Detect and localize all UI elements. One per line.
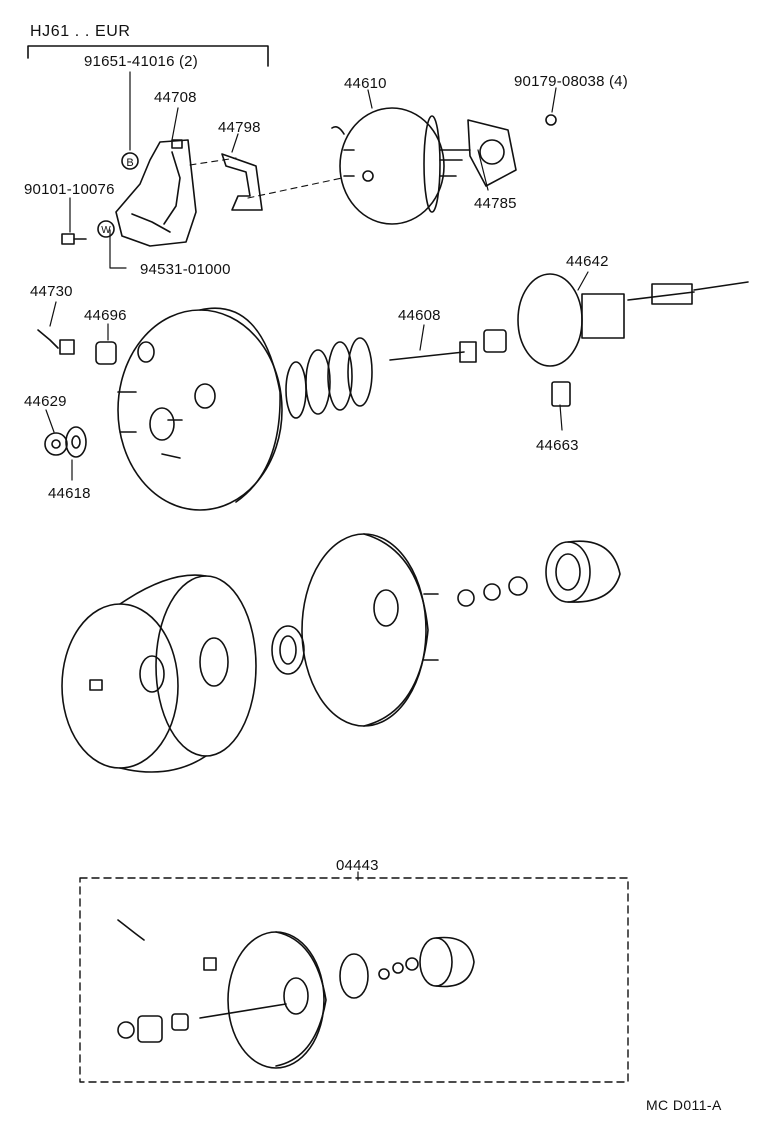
model-header: HJ61 . . EUR bbox=[30, 23, 131, 40]
label-04443: 04443 bbox=[336, 857, 379, 874]
label-44663: 44663 bbox=[536, 437, 579, 454]
diagram-code: MC D011-A bbox=[646, 1097, 722, 1113]
label-44610: 44610 bbox=[344, 75, 387, 92]
grommet-44696 bbox=[96, 342, 116, 364]
washer-44629 bbox=[45, 433, 67, 455]
seal-44618 bbox=[66, 427, 86, 457]
diaphragm bbox=[272, 626, 304, 674]
gasket-44785 bbox=[468, 120, 516, 186]
plate-44798 bbox=[222, 154, 262, 210]
leader-lines bbox=[46, 72, 588, 880]
kit-04443-box bbox=[80, 878, 628, 1082]
label-90179: 90179-08038 (4) bbox=[514, 73, 628, 90]
label-44642: 44642 bbox=[566, 253, 609, 270]
dashed-links bbox=[190, 158, 342, 198]
model-bracket bbox=[28, 46, 268, 66]
label-44608: 44608 bbox=[398, 307, 441, 324]
w-symbol: W bbox=[98, 221, 114, 237]
label-44785: 44785 bbox=[474, 195, 517, 212]
kit-contents bbox=[118, 920, 474, 1068]
front-shell bbox=[302, 534, 438, 726]
label-90101: 90101-10076 bbox=[24, 181, 115, 198]
b-symbol: B bbox=[122, 153, 138, 169]
b-symbol-text: B bbox=[126, 157, 133, 169]
label-94531: 94531-01000 bbox=[140, 261, 231, 278]
label-91651: 91651-41016 (2) bbox=[84, 53, 198, 70]
key-44663 bbox=[552, 382, 570, 406]
booster-shell bbox=[118, 308, 282, 510]
bolt-90101 bbox=[62, 234, 86, 244]
valve-body-44642 bbox=[518, 274, 748, 366]
label-44696: 44696 bbox=[84, 307, 127, 324]
rear-shell bbox=[62, 575, 256, 772]
label-44798: 44798 bbox=[218, 119, 261, 136]
booster-44610 bbox=[332, 108, 470, 224]
w-symbol-text: W bbox=[101, 225, 111, 236]
label-44730: 44730 bbox=[30, 283, 73, 300]
pushrod-44608 bbox=[390, 330, 506, 362]
bracket-44708 bbox=[116, 140, 196, 246]
washer-row bbox=[458, 577, 527, 606]
seal-set bbox=[546, 541, 620, 602]
label-44708: 44708 bbox=[154, 89, 197, 106]
label-44629: 44629 bbox=[24, 393, 67, 410]
return-spring bbox=[286, 338, 372, 418]
label-44618: 44618 bbox=[48, 485, 91, 502]
fitting-44730 bbox=[38, 330, 74, 354]
nut-90179 bbox=[546, 115, 556, 125]
